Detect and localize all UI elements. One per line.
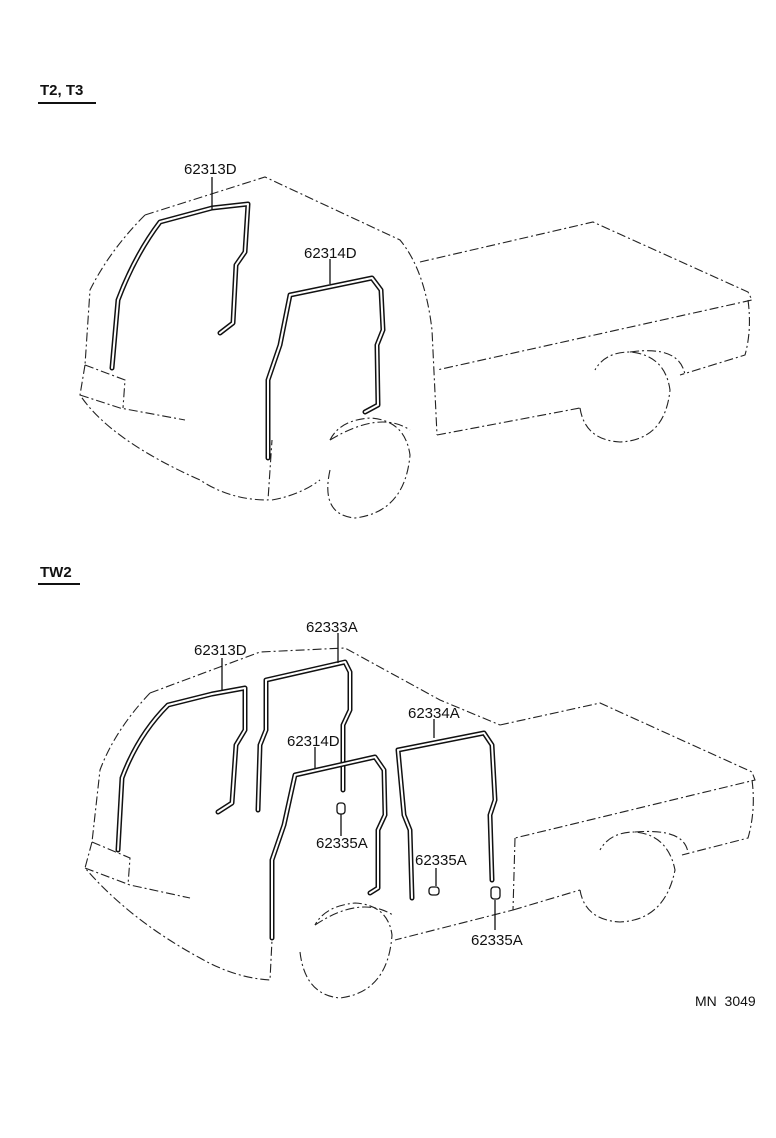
section-tw2: TW2 (38, 564, 756, 999)
clip-62335a-3 (490, 886, 501, 900)
part-label-62314d: 62314D (304, 245, 357, 262)
part-label-62333a: 62333A (306, 619, 358, 636)
section-t2-t3: T2, T3 62313D (38, 82, 753, 519)
part-label-62314d: 62314D (287, 733, 340, 750)
part-label-62313d: 62313D (194, 642, 247, 659)
clip-62335a-1 (336, 802, 346, 815)
figure-code: MN 3049 (695, 993, 756, 1009)
section-title-t2-t3: T2, T3 (40, 82, 83, 99)
truck-outline-double-cab (84, 647, 756, 999)
part-label-62335a: 62335A (415, 852, 467, 869)
part-label-62313d: 62313D (184, 161, 237, 178)
section-title-tw2: TW2 (40, 564, 72, 581)
part-label-62334a: 62334A (408, 705, 460, 722)
seal-62313d-tw2 (115, 685, 248, 853)
seal-62334a (395, 730, 498, 901)
part-label-62335a: 62335A (471, 932, 523, 949)
truck-outline-single-cab (79, 176, 753, 519)
part-label-62335a: 62335A (316, 835, 368, 852)
seal-62314d-t2 (265, 275, 386, 461)
clip-62335a-2 (428, 886, 440, 896)
